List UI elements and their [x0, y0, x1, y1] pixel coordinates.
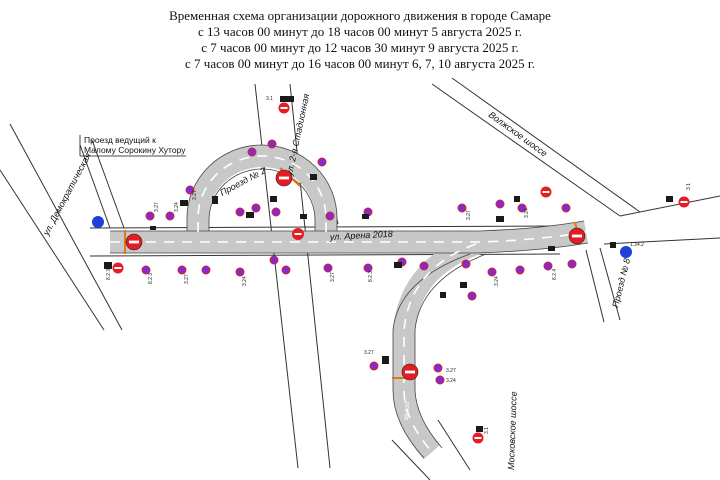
svg-text:3.24: 3.24: [242, 276, 248, 286]
street-label-arena: ул. Арена 2018: [329, 229, 393, 242]
svg-text:8.2.3: 8.2.3: [368, 271, 374, 282]
center-lines: [110, 155, 587, 453]
svg-text:3.24: 3.24: [174, 202, 180, 212]
svg-text:1.34.2: 1.34.2: [630, 242, 644, 248]
scheme-title-line-1: Временная схема организации дорожного дв…: [169, 8, 551, 23]
svg-text:3.1: 3.1: [266, 96, 273, 102]
street-label-vezd: въезд: [402, 401, 411, 420]
scheme-title-line-2: с 13 часов 00 минут до 18 часов 00 минут…: [198, 24, 522, 39]
direction-signs: [104, 96, 673, 432]
svg-text:8.2.3: 8.2.3: [106, 269, 112, 280]
scheme-title-line-3: с 7 часов 00 минут до 12 часов 30 минут …: [201, 40, 519, 55]
street-label-proezd-8: Проезд № 8: [610, 257, 632, 308]
scheme-title-line-4: с 7 часов 00 минут до 16 часов 00 минут …: [185, 56, 535, 71]
svg-text:3.27: 3.27: [154, 202, 160, 212]
svg-text:3.27: 3.27: [364, 350, 374, 356]
sign-code-labels: 3.27 3.24 3.27 8.2.3 3.27 3.24 3.27 8.2.…: [106, 96, 692, 434]
svg-text:3.27: 3.27: [330, 272, 336, 282]
road-edges: [0, 77, 720, 480]
svg-text:3.27: 3.27: [184, 274, 190, 284]
svg-text:3.1: 3.1: [686, 183, 692, 190]
svg-text:3.27: 3.27: [192, 190, 198, 200]
note-line-2: Малому Сорокину Хутору: [84, 145, 186, 155]
street-label-moskovskoe: Московское шоссе: [506, 391, 519, 470]
svg-text:8.2.4: 8.2.4: [552, 269, 558, 280]
svg-text:8.2.3: 8.2.3: [148, 273, 154, 284]
svg-text:3.24: 3.24: [494, 276, 500, 286]
svg-text:3.27: 3.27: [466, 210, 472, 220]
note-line-1: Проезд ведущий к: [84, 135, 156, 145]
svg-text:3.24: 3.24: [446, 378, 456, 384]
svg-text:3.24: 3.24: [524, 208, 530, 218]
street-label-volzhskoe: Волжское шоссе: [487, 110, 549, 159]
info-sign-icon: [620, 246, 632, 258]
svg-text:3.27: 3.27: [446, 368, 456, 374]
info-sign-icon: [92, 216, 104, 228]
no-entry-bars: [114, 107, 688, 439]
svg-text:3.1: 3.1: [484, 427, 490, 434]
